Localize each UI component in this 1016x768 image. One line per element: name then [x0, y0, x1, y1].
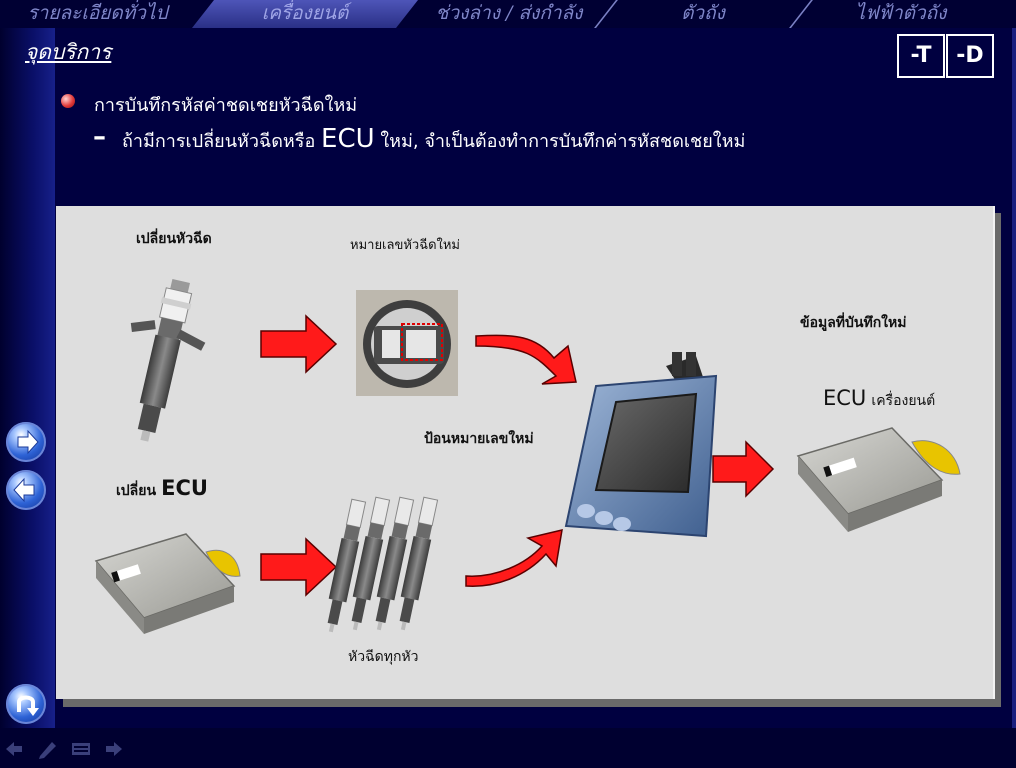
- prev-slide-icon[interactable]: [6, 742, 22, 756]
- injector-qr-label-image: [356, 290, 458, 396]
- label-input-new-number: ป้อนหมายเลขใหม่: [424, 431, 534, 447]
- label-replace-ecu: เปลี่ยน ECU: [116, 476, 208, 502]
- diagram-graphics: [94, 278, 961, 634]
- tab-body[interactable]: ตัวถัง: [681, 2, 725, 24]
- right-border-strip: [1012, 28, 1016, 768]
- bottom-toolbar: [0, 728, 1016, 768]
- arrow-right-icon: [17, 429, 39, 455]
- ecu-image-engine: [796, 427, 961, 532]
- diagram-panel: เปลี่ยนหัวฉีด หมายเลขหัวฉีดใหม่ ข้อมูลที…: [56, 206, 995, 699]
- injector-image: [130, 278, 206, 442]
- return-button[interactable]: [6, 684, 46, 724]
- label-all-injectors: หัวฉีดทุกหัว: [348, 649, 419, 665]
- label-new-injector-number: หมายเลขหัวฉีดใหม่: [350, 238, 461, 253]
- sub-bullet-post: ใหม่, จำเป็นต้องทำการบันทึกค่ารหัสชดเชยใ…: [380, 131, 746, 152]
- section-title: จุดบริการ: [25, 40, 112, 64]
- arrow-left-icon: [13, 477, 35, 503]
- ecu-image-replace: [94, 533, 241, 634]
- next-slide-icon[interactable]: [106, 742, 122, 756]
- sub-bullet-ecu: ECU: [321, 124, 375, 154]
- tab-general-details[interactable]: รายละเอียดทั่วไป: [27, 2, 168, 24]
- tab-chassis-drivetrain[interactable]: ช่วงล่าง / ส่งกำลัง: [435, 2, 583, 24]
- bullet-heading: การบันทึกรหัสค่าชดเชยหัวฉีดใหม่: [94, 95, 358, 116]
- label-replace-injector: เปลี่ยนหัวฉีด: [136, 231, 212, 247]
- label-replace-ecu-ecu: ECU: [161, 476, 208, 500]
- slideshow-toolbar-icons: [6, 742, 122, 759]
- minus-t-button[interactable]: -T: [897, 34, 945, 78]
- diagnostic-tester-image: [564, 352, 718, 538]
- arrow-label-to-tester: [475, 334, 577, 385]
- label-replace-ecu-pre: เปลี่ยน: [116, 483, 157, 499]
- injectors-set-image: [327, 496, 439, 633]
- tab-body-electrical[interactable]: ไฟฟ้าตัวถัง: [855, 2, 947, 24]
- arrow-ecu-to-injectors: [260, 537, 338, 597]
- return-icon: [17, 695, 39, 716]
- previous-page-button[interactable]: [6, 470, 46, 510]
- sub-bullet-text: ถ้ามีการเปลี่ยนหัวฉีดหรือ ECU ใหม่, จำเป…: [122, 124, 745, 155]
- label-engine-ecu: ECU เครื่องยนต์: [823, 386, 935, 412]
- bullet-icon: [61, 94, 75, 108]
- pen-icon[interactable]: [39, 742, 56, 759]
- arrow-injectors-to-tester: [465, 529, 563, 587]
- tab-separator: [789, 0, 813, 28]
- sub-bullet-pre: ถ้ามีการเปลี่ยนหัวฉีดหรือ: [122, 131, 316, 152]
- menu-icon[interactable]: [72, 743, 90, 755]
- arrow-tester-to-ecu: [712, 440, 775, 498]
- left-border-strip: [0, 28, 55, 768]
- label-newly-saved-data: ข้อมูลที่บันทึกใหม่: [800, 315, 907, 331]
- minus-d-button[interactable]: -D: [946, 34, 994, 78]
- top-tab-bar: รายละเอียดทั่วไป เครื่องยนต์ ช่วงล่าง / …: [0, 0, 1016, 28]
- next-page-button[interactable]: [6, 422, 46, 462]
- arrow-injector-to-label: [260, 314, 338, 374]
- label-engine-ecu-post: เครื่องยนต์: [871, 393, 936, 409]
- sub-bullet-dash: –: [93, 122, 106, 152]
- tab-engine[interactable]: เครื่องยนต์: [192, 0, 418, 28]
- label-engine-ecu-ecu: ECU: [823, 386, 867, 410]
